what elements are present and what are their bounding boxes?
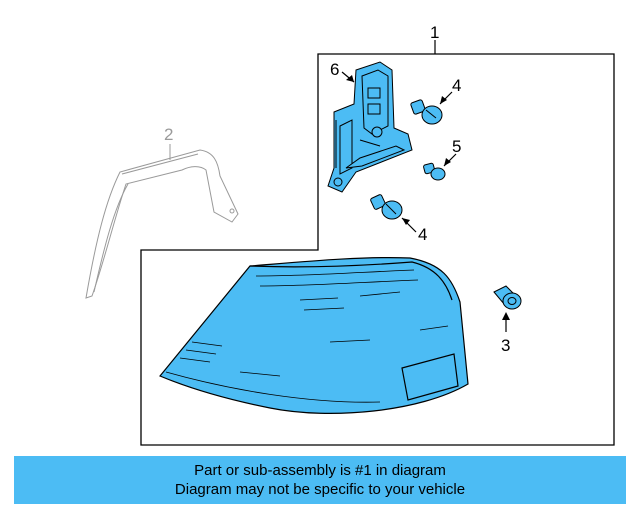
callout-4-lower: 4 bbox=[418, 225, 427, 244]
bulb-part-4-upper bbox=[410, 99, 443, 125]
trim-panel-part-2 bbox=[85, 149, 239, 299]
callout-6: 6 bbox=[330, 60, 339, 79]
callout-1: 1 bbox=[430, 23, 439, 42]
callout-4-upper: 4 bbox=[452, 76, 461, 95]
callout-5: 5 bbox=[452, 137, 461, 156]
callout-3-arrowhead bbox=[502, 312, 510, 320]
bulb-part-5 bbox=[423, 162, 446, 181]
callout-2: 2 bbox=[164, 125, 173, 144]
banner-line-2: Diagram may not be specific to your vehi… bbox=[174, 481, 466, 498]
socket-plate-part-6 bbox=[327, 61, 413, 193]
banner-line-1: Part or sub-assembly is #1 in diagram bbox=[194, 462, 446, 479]
parts-diagram: 1 2 6 4 5 bbox=[85, 23, 615, 446]
callout-4-upper-arrowhead bbox=[440, 96, 447, 104]
grommet-part-3 bbox=[493, 285, 522, 310]
callout-3: 3 bbox=[501, 336, 510, 355]
callout-4-lower-arrowhead bbox=[402, 218, 410, 225]
disclaimer-banner: Part or sub-assembly is #1 in diagram Di… bbox=[14, 456, 626, 504]
callout-5-arrowhead bbox=[444, 158, 451, 166]
callout-6-arrowhead bbox=[346, 75, 354, 82]
tail-lamp-lens bbox=[159, 257, 469, 414]
bulb-part-4-lower bbox=[370, 194, 403, 220]
assembly-boundary bbox=[140, 53, 615, 446]
